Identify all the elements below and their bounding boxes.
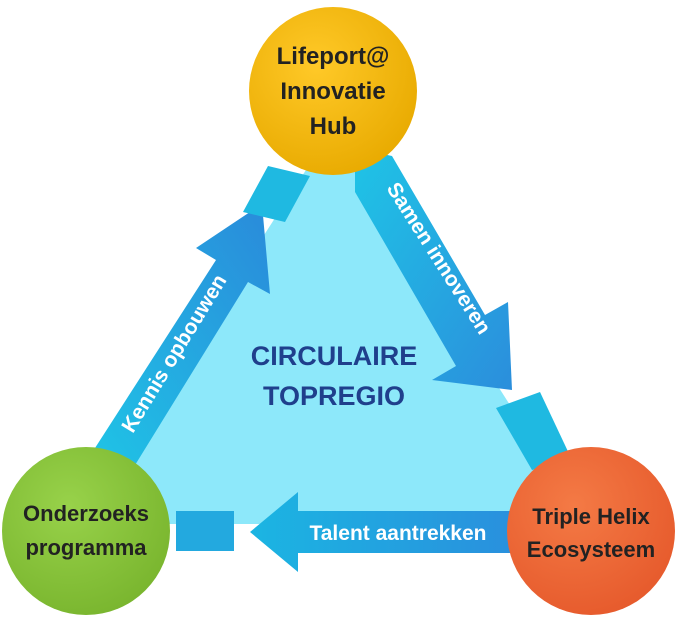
node-top: Lifeport@ Innovatie Hub (249, 7, 417, 175)
node-bottom-right-line-1: Triple Helix (532, 504, 650, 529)
center-title-line-1: CIRCULAIRE (251, 341, 418, 371)
arrow-bottom: Talent aantrekken (176, 492, 520, 572)
center-triangle (78, 128, 586, 524)
node-top-line-2: Innovatie (280, 78, 385, 105)
node-bottom-left-line-1: Onderzoeks (23, 501, 149, 526)
arrow-bottom-label: Talent aantrekken (309, 522, 486, 545)
node-bottom-left-line-2: programma (25, 535, 147, 560)
node-bottom-left: Onderzoeks programma (2, 447, 170, 615)
node-bottom-right-line-2: Ecosysteem (527, 537, 655, 562)
node-top-line-3: Hub (310, 113, 357, 140)
center-title-line-2: TOPREGIO (263, 381, 405, 411)
node-top-line-1: Lifeport@ (277, 43, 390, 70)
node-bottom-right: Triple Helix Ecosysteem (507, 447, 675, 615)
